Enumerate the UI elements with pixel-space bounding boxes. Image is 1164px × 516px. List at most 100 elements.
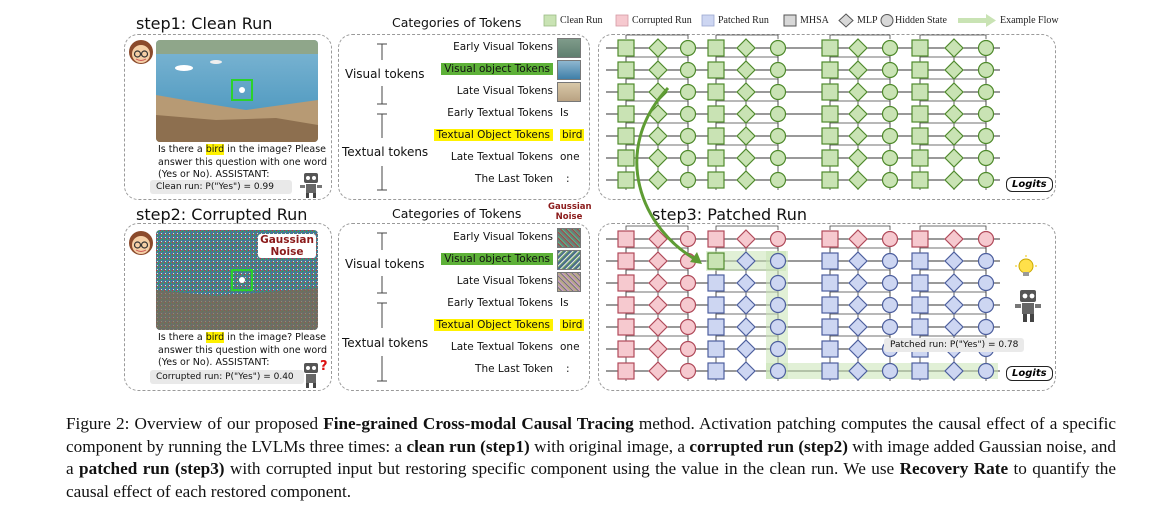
- token-category-label: Early Visual Tokens: [453, 231, 553, 243]
- hidden-state-node: [769, 127, 787, 145]
- hidden-state-node: [977, 362, 995, 380]
- mhsa-node: [821, 318, 839, 336]
- mlp-node: [648, 148, 668, 168]
- legend-mlp: MLP: [857, 15, 878, 26]
- token-example-value: Is: [560, 297, 569, 309]
- hidden-state-node: [679, 39, 697, 57]
- network-grids: [606, 34, 1000, 381]
- mlp-node: [648, 273, 668, 293]
- mhsa-node: [821, 105, 839, 123]
- hidden-state-node: [881, 105, 899, 123]
- hidden-state-node: [679, 171, 697, 189]
- token-category-label: Early Textual Tokens: [447, 297, 553, 309]
- token-thumbnail: [557, 60, 581, 80]
- visual-tokens-group-label: Visual tokens: [345, 67, 425, 81]
- mlp-node: [944, 361, 964, 381]
- mlp-node: [736, 60, 756, 80]
- mlp-node: [848, 273, 868, 293]
- mhsa-node: [617, 149, 635, 167]
- mhsa-node: [821, 61, 839, 79]
- mlp-node: [648, 251, 668, 271]
- mhsa-node: [617, 171, 635, 189]
- hidden-state-node: [977, 83, 995, 101]
- logits-label-patched: Logits: [1006, 366, 1053, 381]
- residual-connector: [625, 225, 689, 230]
- residual-connector: [829, 56, 891, 61]
- patched-grid-panel: [598, 223, 1056, 391]
- mlp-node: [648, 361, 668, 381]
- mhsa-node: [617, 252, 635, 270]
- mlp-node: [848, 82, 868, 102]
- residual-connector: [829, 247, 891, 252]
- gaussian-noise-label: Gaussian Noise: [258, 234, 316, 258]
- hidden-state-node: [679, 296, 697, 314]
- mlp-node: [944, 295, 964, 315]
- hidden-state-node: [679, 61, 697, 79]
- hidden-state-node: [977, 252, 995, 270]
- token-category-label: The Last Token: [475, 173, 553, 185]
- mhsa-node: [911, 39, 929, 57]
- legend-hidden-state: Hidden State: [895, 15, 947, 26]
- hidden-state-node: [881, 296, 899, 314]
- token-thumbnail: [557, 250, 581, 270]
- residual-connector: [625, 335, 689, 340]
- mlp-node: [944, 60, 964, 80]
- mhsa-node: [617, 105, 635, 123]
- mlp-node: [648, 317, 668, 337]
- mlp-node: [944, 148, 964, 168]
- mhsa-node: [707, 362, 725, 380]
- logits-label-clean: Logits: [1006, 177, 1053, 192]
- mhsa-node: [707, 105, 725, 123]
- mlp-node: [648, 339, 668, 359]
- mlp-node: [944, 251, 964, 271]
- example-flow-arrow: [635, 86, 701, 264]
- hidden-state-node: [881, 39, 899, 57]
- residual-connector: [829, 225, 891, 230]
- residual-connector: [919, 313, 987, 318]
- token-category-label: The Last Token: [475, 363, 553, 375]
- mhsa-node: [617, 61, 635, 79]
- mhsa-node: [821, 252, 839, 270]
- token-category-label: Early Visual Tokens: [453, 41, 553, 53]
- residual-connector: [829, 335, 891, 340]
- residual-connector: [919, 34, 987, 39]
- hidden-state-node: [769, 39, 787, 57]
- mhsa-node: [911, 105, 929, 123]
- mlp-node: [736, 104, 756, 124]
- textual-tokens-group-label: Textual tokens: [342, 336, 429, 350]
- mlp-node: [848, 104, 868, 124]
- mlp-node: [648, 126, 668, 146]
- mlp-node: [736, 38, 756, 58]
- mlp-node: [944, 317, 964, 337]
- residual-connector: [625, 247, 689, 252]
- mlp-node: [648, 229, 668, 249]
- categories-title: Categories of Tokens: [392, 15, 522, 30]
- token-example-value: :: [566, 363, 570, 375]
- mlp-node: [736, 251, 756, 271]
- mlp-node: [848, 229, 868, 249]
- mlp-node: [648, 38, 668, 58]
- textual-tokens-group-label: Textual tokens: [342, 145, 429, 159]
- hidden-state-node: [881, 252, 899, 270]
- residual-connector: [919, 56, 987, 61]
- clean-photo: [156, 40, 318, 142]
- residual-connector: [715, 122, 779, 127]
- mlp-node: [648, 170, 668, 190]
- confused-robot-icon: ?: [304, 359, 328, 388]
- step3-title: step3: Patched Run: [652, 205, 807, 224]
- hidden-state-node: [977, 296, 995, 314]
- hidden-state-node: [977, 127, 995, 145]
- mlp-node: [648, 295, 668, 315]
- mhsa-node: [617, 83, 635, 101]
- hidden-state-node: [679, 83, 697, 101]
- hidden-state-node: [679, 318, 697, 336]
- hidden-state-node: [977, 230, 995, 248]
- mhsa-node: [617, 362, 635, 380]
- legend-example-flow: Example Flow: [1000, 15, 1059, 26]
- token-example-value: one: [560, 151, 580, 163]
- mlp-node: [944, 104, 964, 124]
- visual-tokens-group-label: Visual tokens: [345, 257, 425, 271]
- residual-connector: [919, 225, 987, 230]
- legend: [543, 13, 996, 28]
- legend-mhsa: MHSA: [800, 15, 829, 26]
